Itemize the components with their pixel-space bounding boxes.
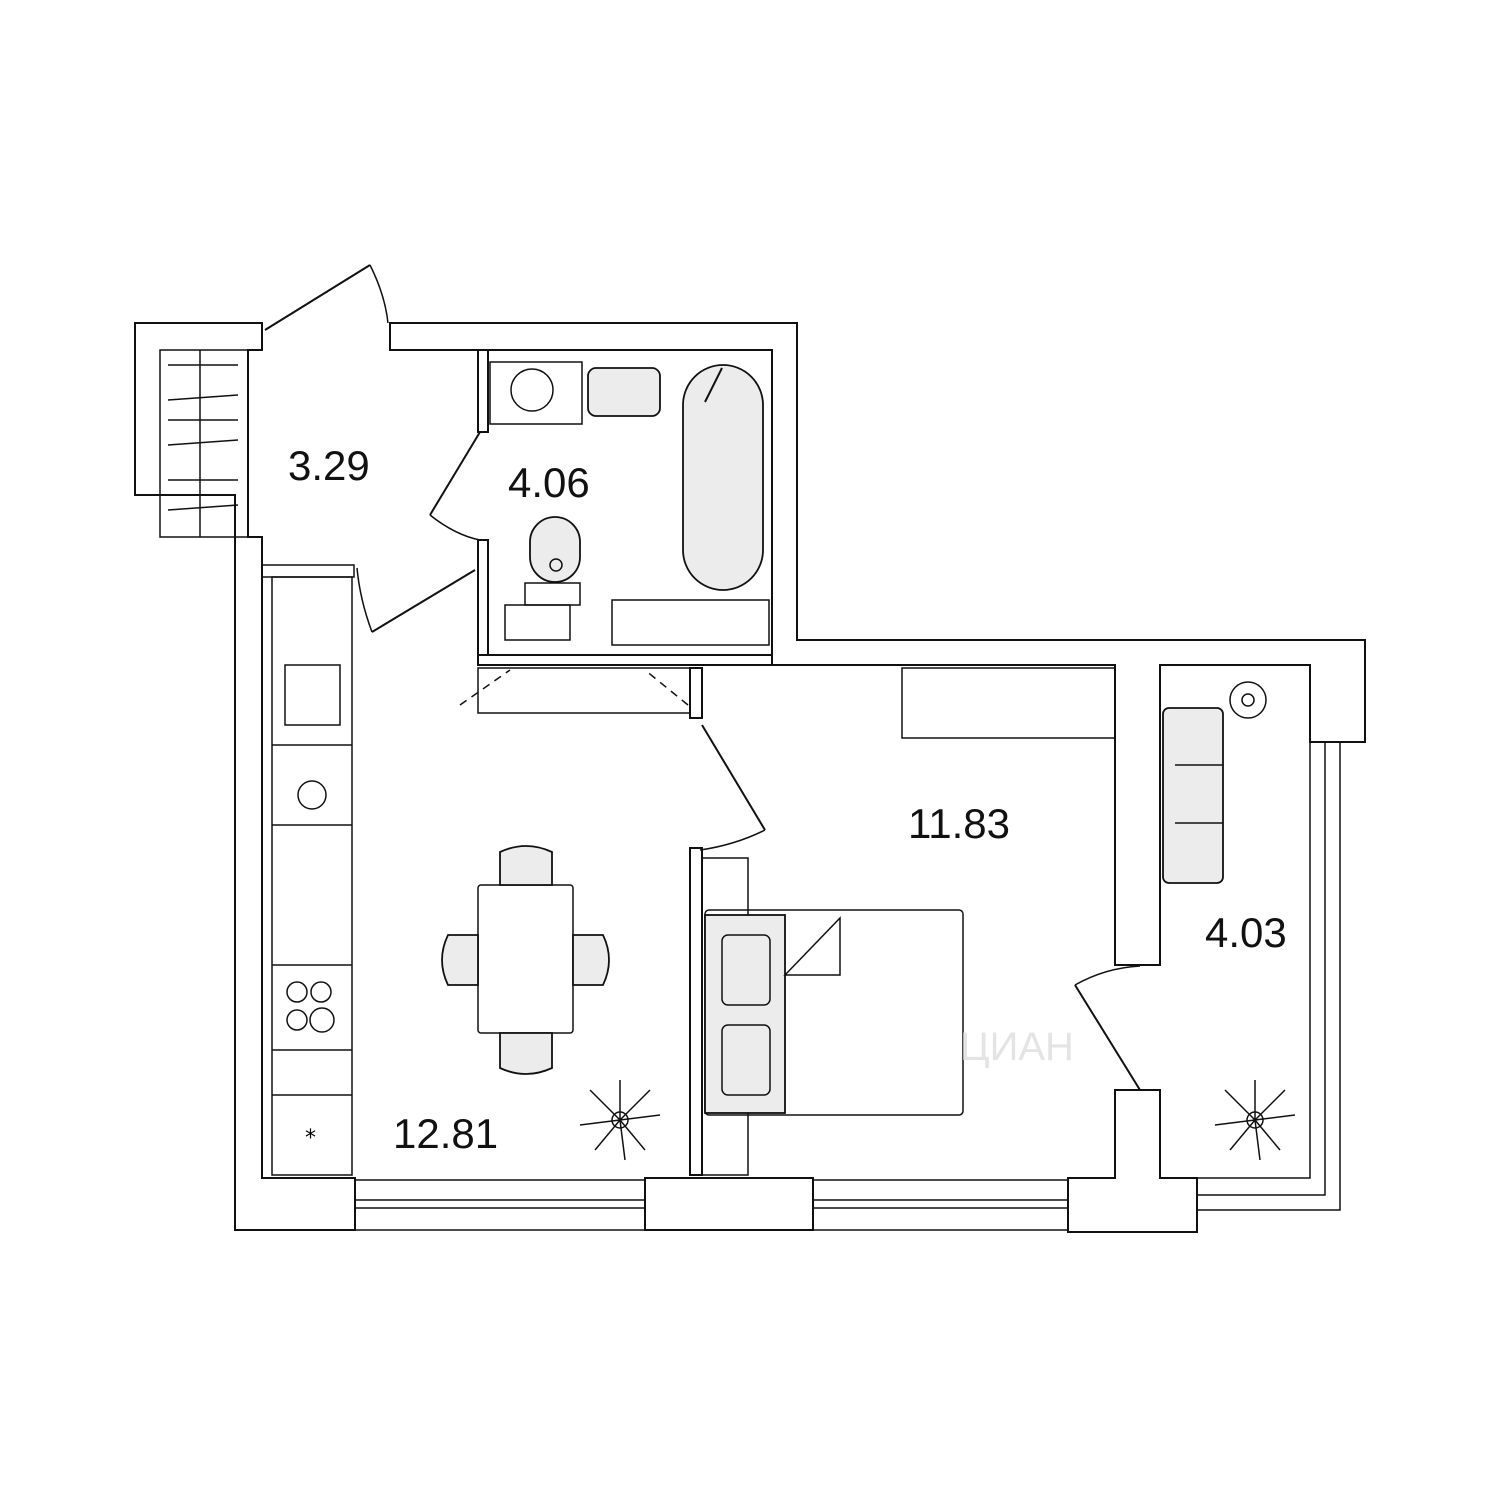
walls (134, 322, 1366, 1233)
kitchen-set: * (261, 564, 355, 1176)
loggia-furniture (1162, 681, 1267, 884)
sofa (1162, 707, 1224, 884)
oven-knob (297, 780, 327, 810)
wall-pier-right (1067, 1089, 1198, 1233)
loggia-door[interactable] (1074, 984, 1141, 1091)
bathroom-fixtures (489, 361, 770, 646)
doors[interactable] (264, 264, 1141, 1091)
window (354, 1179, 646, 1231)
kitchen-door[interactable] (371, 569, 476, 633)
wall-top (389, 322, 1366, 966)
plant-icon (1214, 1080, 1296, 1161)
sink (587, 367, 661, 417)
room-area-kitchen: 12.81 (393, 1110, 498, 1157)
cooktop (286, 981, 335, 1033)
kitchen-sink (284, 664, 341, 726)
wall-left (134, 322, 356, 1231)
bedroom-furniture (701, 667, 1116, 1176)
partition (689, 667, 703, 719)
bath-cabinet (611, 599, 770, 646)
round-table (1229, 681, 1267, 719)
hall-wardrobe (159, 349, 249, 538)
partition (477, 539, 489, 659)
window (812, 1179, 1069, 1231)
bathtub (682, 364, 764, 591)
partition (477, 654, 773, 666)
bathroom-door[interactable] (429, 431, 481, 516)
toilet (529, 516, 581, 583)
loggia-glazing (1197, 742, 1311, 1179)
fridge-icon: * (305, 1126, 316, 1151)
dining-table (441, 845, 610, 1075)
wall-pier (644, 1177, 814, 1231)
windows (354, 742, 1341, 1231)
room-area-hallway: 3.29 (288, 442, 370, 489)
partition (477, 349, 489, 433)
room-area-loggia: 4.03 (1205, 909, 1287, 956)
entrance-door[interactable] (264, 264, 371, 331)
plant-icon (579, 1080, 661, 1161)
room-area-bedroom: 11.83 (908, 800, 1010, 847)
partition (689, 847, 703, 1176)
washing-machine (489, 361, 583, 425)
wardrobe (901, 667, 1116, 739)
watermark: ЦИАН (960, 1025, 1074, 1069)
room-area-bathroom: 4.06 (508, 459, 590, 506)
bedroom-door[interactable] (701, 724, 766, 831)
